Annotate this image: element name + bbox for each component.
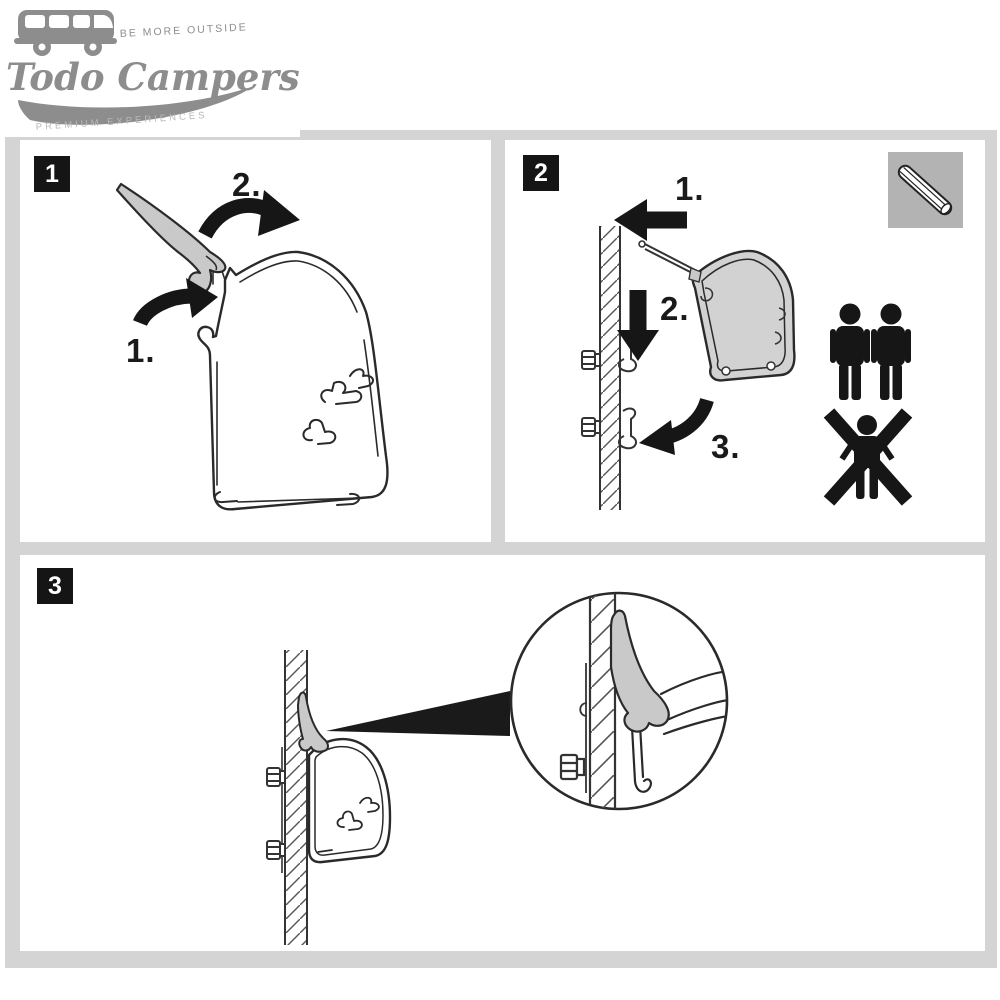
panel-step-1: 1 1. 2. [20,140,491,542]
vehicle-wall [599,226,621,510]
awning-roller-tube-icon [888,152,963,228]
mounting-bracket-icon [115,182,227,295]
step-1-badge: 1 [34,156,70,192]
step2-drawing [581,152,963,510]
awning-case [638,240,796,382]
logo-graphic: BE MORE OUTSIDE Todo Campers PREMIUM EXP… [6,10,300,133]
step-3-badge: 3 [37,568,73,604]
step3-drawing [266,591,729,945]
logo-brand-text: Todo Campers [6,55,300,99]
mounting-bolt-upper [266,767,286,787]
panel-step-2: 2 1. 2. 3. [505,140,985,542]
step-1-1-label: 1. [126,332,156,369]
rotate-in-arrow-1-icon [133,278,218,327]
step-2-badge: 2 [523,155,559,191]
step-2-2-label: 2. [660,290,690,327]
magnified-bracket-hook [609,609,670,733]
wall-bracket-upper [581,330,637,373]
no-single-installer-icon [823,408,913,506]
step1-drawing [115,182,389,511]
step-1-2-label: 2. [232,166,262,203]
rotate-over-arrow-2-icon [198,190,300,239]
mounting-bolt-lower [266,840,286,860]
logo-tagline-top: BE MORE OUTSIDE [120,21,248,40]
mounted-awning-case [307,738,392,864]
push-left-arrow-1-icon [614,199,687,241]
callout-pointer [326,691,510,736]
mounting-bracket-icon [297,691,329,753]
awning-profile-cross-section [197,250,389,511]
step-2-3-label: 3. [711,428,741,465]
panel-step-3: 3 [20,555,985,951]
two-installers-icon [830,303,911,400]
logo-swoosh [18,86,254,125]
slide-down-arrow-2-icon [617,290,659,361]
wall-bracket-lower [581,407,637,450]
rotate-down-arrow-3-icon [639,397,714,455]
todo-campers-logo: BE MORE OUTSIDE Todo Campers PREMIUM EXP… [0,0,300,137]
campervan-icon [14,10,117,56]
magnifier-detail-circle [509,591,729,811]
step-2-1-label: 1. [675,170,705,207]
